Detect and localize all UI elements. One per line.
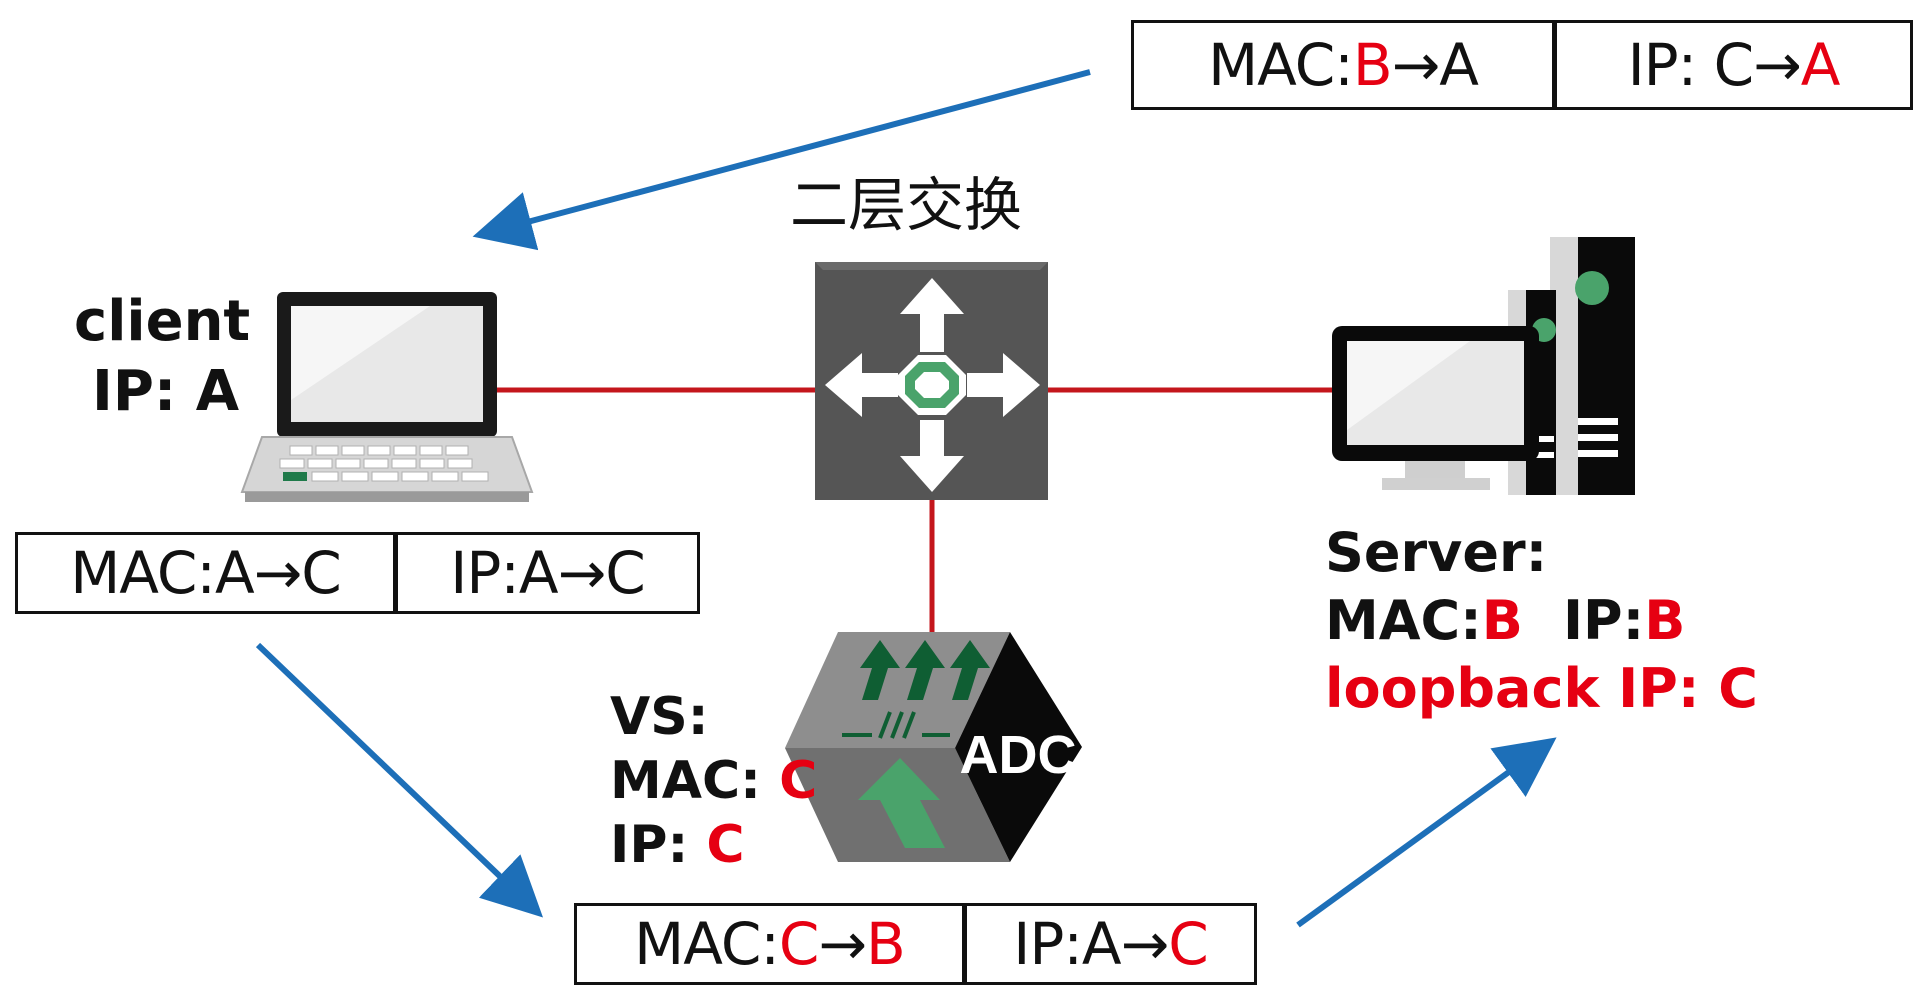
adc-label: ADC bbox=[960, 725, 1077, 785]
packet-vs-to-server: MAC: C→B IP:A→C bbox=[574, 903, 1257, 985]
server-loopback: loopback IP: C bbox=[1325, 657, 1758, 720]
vs-ip-value: C bbox=[706, 815, 745, 875]
packet-vs-to-server-ip-arrow: → bbox=[1120, 910, 1170, 978]
packet-client-to-vs: MAC:A→C IP:A→C bbox=[15, 532, 700, 614]
packet-client-to-vs-ip: IP:A→C bbox=[393, 535, 697, 611]
packet-vs-to-server-mac-from: C bbox=[778, 910, 819, 978]
client-name: client bbox=[74, 289, 251, 354]
vs-mac-key: MAC: bbox=[610, 751, 780, 811]
packet-server-to-client-ip-to: A bbox=[1800, 31, 1841, 99]
packet-server-to-client-mac: MAC: B→A bbox=[1134, 23, 1552, 107]
vs-mac: MAC: C bbox=[610, 751, 818, 812]
packet-server-to-client-mac-rest: →A bbox=[1391, 31, 1479, 99]
client-ip: IP: A bbox=[92, 359, 240, 424]
switch-label: 二层交换 bbox=[790, 171, 1023, 239]
packet-vs-to-server-mac-arrow: → bbox=[818, 910, 867, 978]
server-mac-value: B bbox=[1481, 589, 1523, 652]
packet-vs-to-server-ip-key: IP:A bbox=[1013, 910, 1121, 978]
server-ip-value: B bbox=[1644, 589, 1686, 652]
adc-icon: ADC bbox=[785, 632, 1082, 862]
packet-server-to-client-ip: IP: C→ A bbox=[1552, 23, 1910, 107]
packet-vs-to-server-ip-to: C bbox=[1168, 910, 1208, 978]
vs-title: VS: bbox=[610, 687, 709, 747]
server-mac-key: MAC: bbox=[1325, 589, 1482, 652]
packet-vs-to-server-ip: IP:A→C bbox=[962, 906, 1254, 982]
arrow-server-to-client bbox=[472, 69, 1091, 251]
vs-ip-key: IP: bbox=[610, 815, 707, 875]
packet-client-to-vs-mac: MAC:A→C bbox=[70, 539, 342, 607]
vs-mac-value: C bbox=[779, 751, 818, 811]
network-links bbox=[495, 387, 1335, 632]
packet-vs-to-server-mac: MAC: C→B bbox=[577, 906, 962, 982]
arrow-vs-to-server bbox=[1296, 737, 1557, 928]
switch-icon bbox=[815, 262, 1048, 500]
vs-ip: IP: C bbox=[610, 815, 745, 876]
packet-server-to-client-ip-key: IP: C→ bbox=[1627, 31, 1802, 99]
server-title: Server: bbox=[1325, 521, 1548, 584]
packet-vs-to-server-mac-key: MAC: bbox=[634, 910, 780, 978]
server-icon bbox=[1332, 237, 1635, 495]
packet-server-to-client-mac-from: B bbox=[1352, 31, 1393, 99]
arrow-client-to-vs bbox=[255, 642, 544, 918]
server-ip-key: IP: bbox=[1562, 589, 1645, 652]
flow-arrows bbox=[255, 69, 1557, 928]
packet-vs-to-server-mac-to: B bbox=[866, 910, 906, 978]
laptop-icon bbox=[240, 292, 534, 502]
packet-server-to-client-mac-key: MAC: bbox=[1208, 31, 1354, 99]
packet-server-to-client: MAC: B→A IP: C→ A bbox=[1131, 20, 1913, 110]
